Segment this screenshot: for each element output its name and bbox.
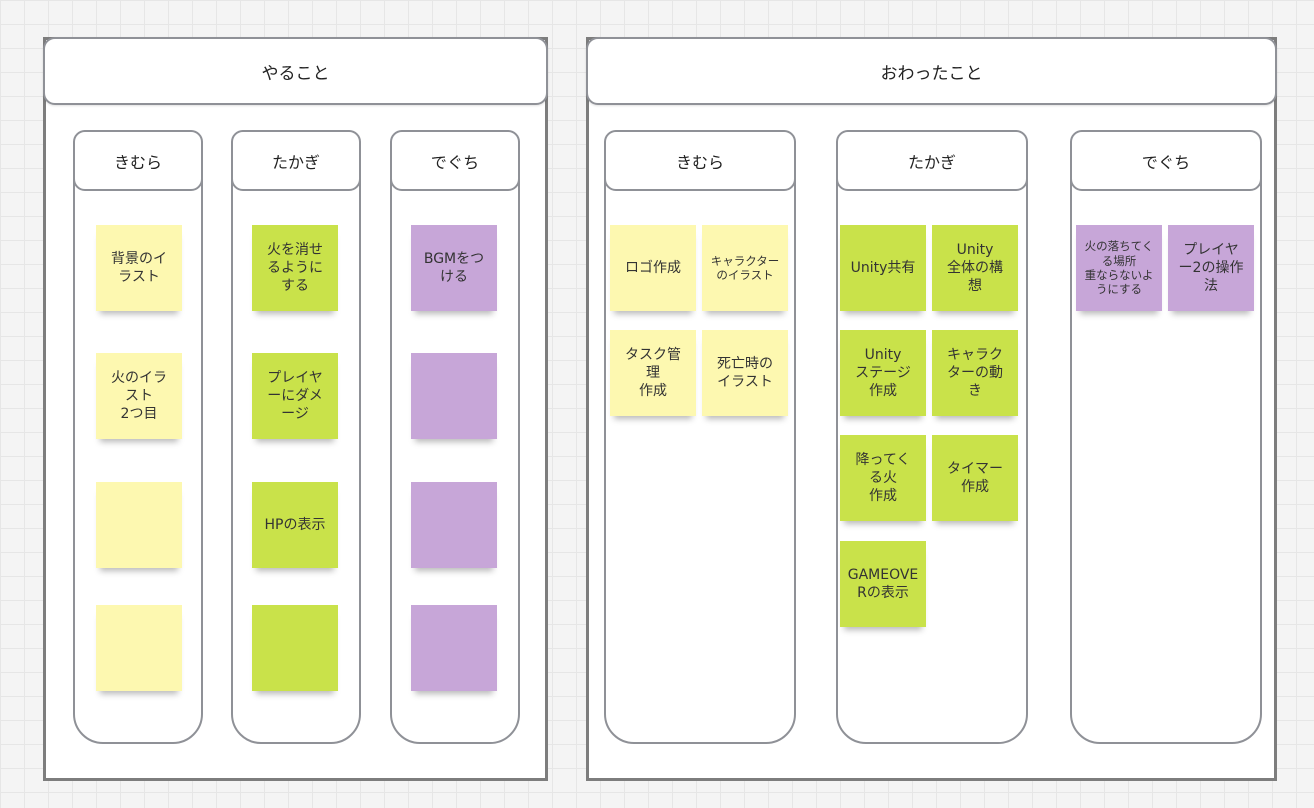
sticky-note[interactable]: タスク管 理 作成 <box>610 330 696 416</box>
sticky-note[interactable]: Unity ステージ 作成 <box>840 330 926 416</box>
todo-lane-kimura[interactable]: きむら 背景のイ ラスト 火のイラ スト 2つ目 <box>73 130 203 744</box>
sticky-note[interactable] <box>411 353 497 439</box>
done-lane-takagi-header[interactable]: たかぎ <box>836 130 1028 191</box>
todo-lane-deguchi-header[interactable]: でぐち <box>390 130 520 191</box>
sticky-note[interactable]: Unity 全体の構 想 <box>932 225 1018 311</box>
sticky-note[interactable]: HPの表示 <box>252 482 338 568</box>
done-frame-title[interactable]: おわったこと <box>586 37 1277 105</box>
done-frame[interactable]: おわったこと きむら ロゴ作成 キャラクター のイラスト タスク管 理 作成 死… <box>586 37 1277 781</box>
done-lane-deguchi[interactable]: でぐち 火の落ちてく る場所 重ならないよ うにする プレイヤ ー2の操作 法 <box>1070 130 1262 744</box>
todo-lane-deguchi[interactable]: でぐち BGMをつ ける <box>390 130 520 744</box>
sticky-note[interactable]: プレイヤ ーにダメ ージ <box>252 353 338 439</box>
sticky-note[interactable]: 火のイラ スト 2つ目 <box>96 353 182 439</box>
sticky-note[interactable]: プレイヤ ー2の操作 法 <box>1168 225 1254 311</box>
sticky-note[interactable]: キャラク ターの動 き <box>932 330 1018 416</box>
done-lane-kimura-header[interactable]: きむら <box>604 130 796 191</box>
sticky-note[interactable]: 降ってく る火 作成 <box>840 435 926 521</box>
sticky-note[interactable]: 火を消せ るように する <box>252 225 338 311</box>
sticky-note[interactable]: Unity共有 <box>840 225 926 311</box>
done-lane-deguchi-header[interactable]: でぐち <box>1070 130 1262 191</box>
done-lane-takagi[interactable]: たかぎ Unity共有 Unity 全体の構 想 Unity ステージ 作成 キ… <box>836 130 1028 744</box>
sticky-note[interactable] <box>411 482 497 568</box>
sticky-note[interactable] <box>96 605 182 691</box>
sticky-note[interactable] <box>411 605 497 691</box>
sticky-note[interactable]: 火の落ちてく る場所 重ならないよ うにする <box>1076 225 1162 311</box>
sticky-note[interactable]: 死亡時の イラスト <box>702 330 788 416</box>
sticky-note[interactable]: 背景のイ ラスト <box>96 225 182 311</box>
todo-lane-takagi[interactable]: たかぎ 火を消せ るように する プレイヤ ーにダメ ージ HPの表示 <box>231 130 361 744</box>
sticky-note[interactable] <box>252 605 338 691</box>
todo-lane-takagi-header[interactable]: たかぎ <box>231 130 361 191</box>
sticky-note[interactable]: キャラクター のイラスト <box>702 225 788 311</box>
sticky-note[interactable]: BGMをつ ける <box>411 225 497 311</box>
done-lane-kimura[interactable]: きむら ロゴ作成 キャラクター のイラスト タスク管 理 作成 死亡時の イラス… <box>604 130 796 744</box>
todo-frame[interactable]: やること きむら 背景のイ ラスト 火のイラ スト 2つ目 たかぎ 火を消せ る… <box>43 37 548 781</box>
sticky-note[interactable]: ロゴ作成 <box>610 225 696 311</box>
sticky-note[interactable]: GAMEOVE Rの表示 <box>840 541 926 627</box>
todo-frame-title[interactable]: やること <box>43 37 548 105</box>
sticky-note[interactable]: タイマー 作成 <box>932 435 1018 521</box>
sticky-note[interactable] <box>96 482 182 568</box>
todo-lane-kimura-header[interactable]: きむら <box>73 130 203 191</box>
